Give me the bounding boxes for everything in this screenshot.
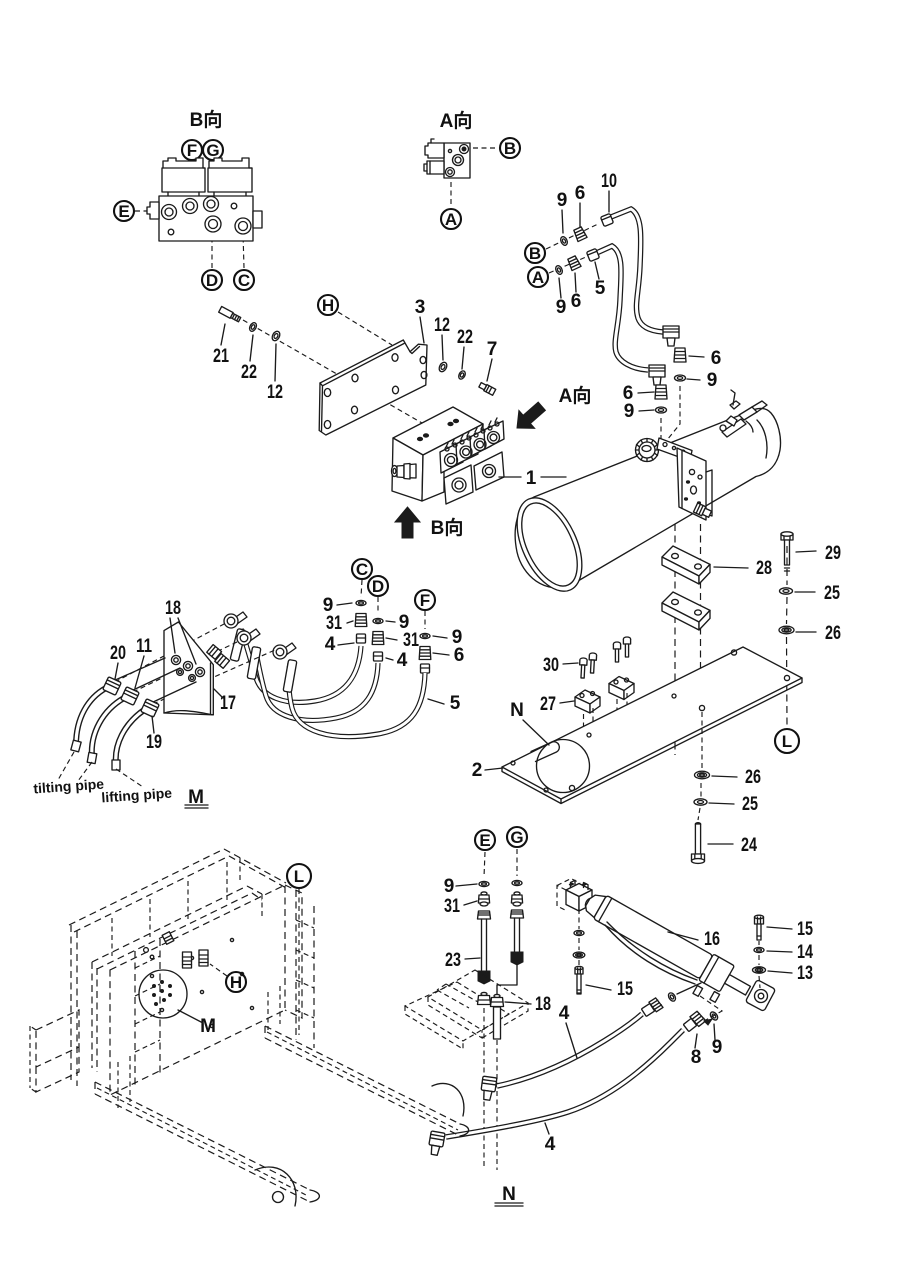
svg-text:11: 11 — [136, 636, 152, 657]
svg-text:28: 28 — [756, 558, 772, 579]
svg-text:15: 15 — [797, 919, 813, 940]
svg-text:H: H — [322, 296, 334, 315]
svg-text:A: A — [532, 268, 544, 287]
svg-text:9: 9 — [707, 370, 718, 391]
svg-text:9: 9 — [557, 190, 568, 211]
svg-text:20: 20 — [110, 643, 126, 664]
svg-text:A向: A向 — [440, 109, 473, 132]
svg-text:12: 12 — [267, 382, 283, 403]
svg-text:E: E — [118, 202, 129, 221]
svg-text:2: 2 — [472, 760, 483, 781]
svg-text:10: 10 — [601, 171, 617, 192]
svg-text:6: 6 — [575, 183, 586, 204]
svg-text:14: 14 — [797, 942, 813, 963]
svg-text:D: D — [206, 271, 218, 290]
svg-text:D: D — [372, 577, 384, 596]
svg-text:A: A — [445, 210, 457, 229]
svg-text:24: 24 — [741, 835, 757, 856]
svg-text:4: 4 — [397, 650, 408, 671]
svg-text:9: 9 — [624, 401, 635, 422]
svg-text:17: 17 — [220, 693, 236, 714]
svg-text:F: F — [187, 141, 197, 160]
svg-text:23: 23 — [445, 950, 461, 971]
svg-text:21: 21 — [213, 346, 229, 367]
svg-text:6: 6 — [571, 291, 582, 312]
svg-text:22: 22 — [457, 327, 473, 348]
svg-text:lifting pipe: lifting pipe — [101, 785, 173, 806]
svg-text:30: 30 — [543, 655, 559, 676]
svg-text:G: G — [206, 141, 219, 160]
svg-text:F: F — [420, 591, 430, 610]
svg-text:9: 9 — [556, 297, 567, 318]
svg-text:3: 3 — [415, 297, 426, 318]
svg-text:22: 22 — [241, 362, 257, 383]
svg-text:M: M — [200, 1016, 216, 1037]
svg-text:25: 25 — [824, 583, 840, 604]
svg-text:9: 9 — [323, 595, 334, 616]
svg-text:5: 5 — [450, 693, 461, 714]
svg-text:13: 13 — [797, 963, 813, 984]
svg-text:B向: B向 — [190, 108, 223, 131]
svg-text:16: 16 — [704, 929, 720, 950]
svg-text:E: E — [479, 831, 490, 850]
svg-text:L: L — [294, 867, 304, 886]
svg-text:9: 9 — [712, 1037, 723, 1058]
svg-text:8: 8 — [691, 1047, 702, 1068]
svg-text:9: 9 — [452, 627, 463, 648]
svg-text:31: 31 — [326, 613, 342, 634]
svg-text:5: 5 — [595, 278, 606, 299]
svg-text:6: 6 — [711, 348, 722, 369]
svg-text:tilting pipe: tilting pipe — [33, 776, 105, 797]
svg-text:9: 9 — [444, 876, 455, 897]
svg-text:N: N — [510, 700, 524, 721]
svg-text:6: 6 — [454, 645, 465, 666]
svg-text:25: 25 — [742, 794, 758, 815]
svg-text:12: 12 — [434, 315, 450, 336]
svg-text:27: 27 — [540, 694, 556, 715]
svg-text:6: 6 — [623, 383, 634, 404]
svg-text:4: 4 — [325, 634, 336, 655]
svg-text:L: L — [782, 732, 792, 751]
svg-text:A向: A向 — [559, 384, 592, 407]
svg-text:18: 18 — [535, 994, 551, 1015]
svg-text:G: G — [510, 828, 523, 847]
svg-text:1: 1 — [526, 468, 537, 489]
svg-text:29: 29 — [825, 543, 841, 564]
svg-text:C: C — [238, 271, 250, 290]
svg-text:19: 19 — [146, 732, 162, 753]
svg-text:H: H — [230, 973, 242, 992]
svg-text:31: 31 — [403, 630, 419, 651]
svg-text:B: B — [529, 244, 541, 263]
svg-text:C: C — [356, 560, 368, 579]
svg-text:4: 4 — [545, 1134, 556, 1155]
svg-text:B向: B向 — [431, 516, 464, 539]
svg-text:15: 15 — [617, 979, 633, 1000]
svg-text:26: 26 — [745, 767, 761, 788]
svg-text:9: 9 — [399, 612, 410, 633]
svg-text:M: M — [188, 787, 204, 808]
svg-text:B: B — [504, 139, 516, 158]
svg-text:26: 26 — [825, 623, 841, 644]
svg-text:4: 4 — [559, 1003, 570, 1024]
svg-text:N: N — [502, 1184, 516, 1205]
svg-text:7: 7 — [487, 339, 498, 360]
svg-text:18: 18 — [165, 598, 181, 619]
svg-text:31: 31 — [444, 896, 460, 917]
